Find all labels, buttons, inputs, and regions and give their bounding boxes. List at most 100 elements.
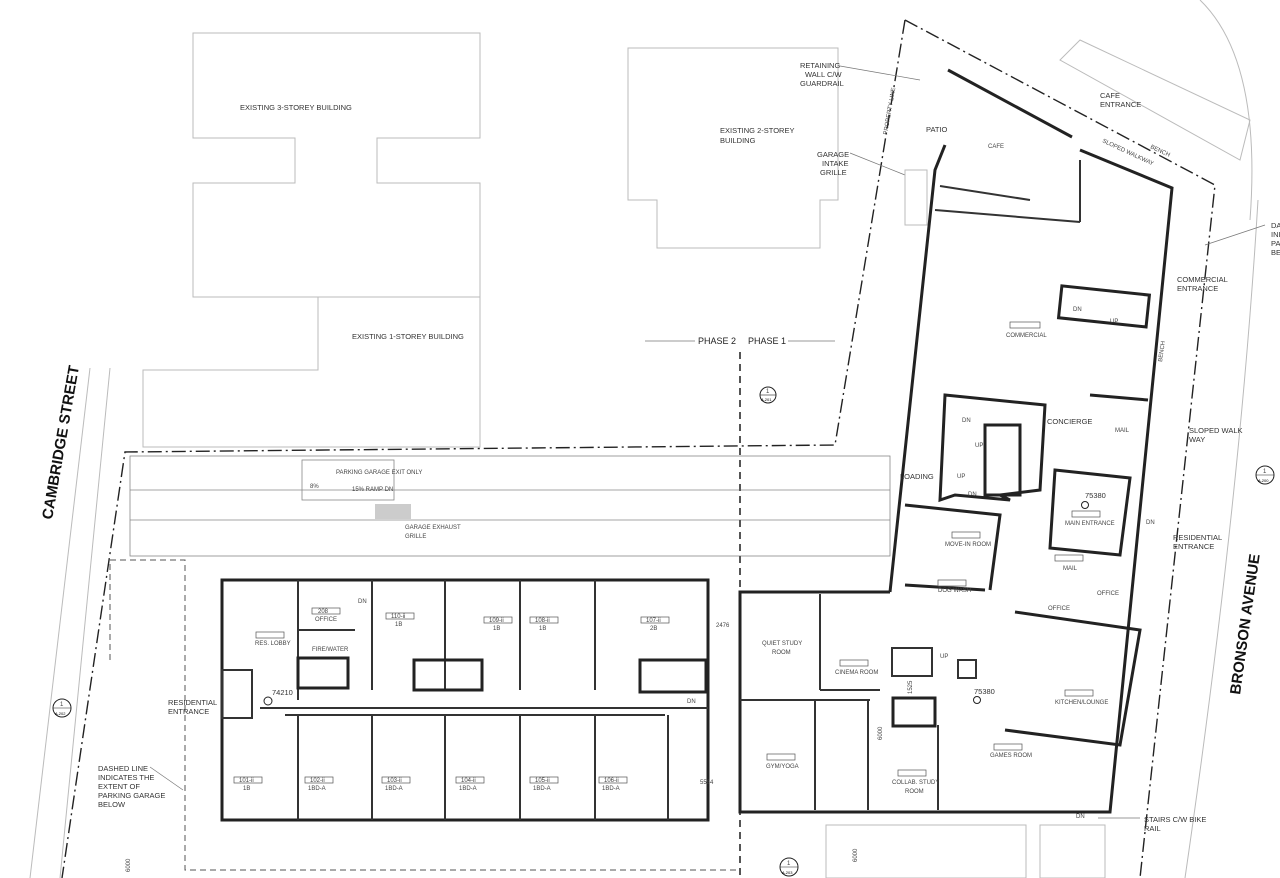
svg-text:110-ii: 110-ii <box>391 614 405 620</box>
svg-text:102-ii: 102-ii <box>310 778 325 784</box>
svg-text:106-ii: 106-ii <box>604 778 619 784</box>
section-marker-a202[interactable]: 1 A.202 <box>52 698 72 718</box>
loading-label: LOADING <box>900 472 934 481</box>
dimension-2476: 2476 <box>716 623 730 629</box>
parking-garage-extent <box>109 559 740 871</box>
dimension-6000: 6000 <box>878 726 884 740</box>
street-curbs <box>29 0 1259 878</box>
dimension-6000: 6000 <box>126 858 132 872</box>
existing-2-storey-building <box>627 47 839 249</box>
svg-text:109-ii: 109-ii <box>489 618 504 624</box>
phase-2-label: PHASE 2 <box>698 336 736 346</box>
svg-text:1BD-A: 1BD-A <box>459 786 477 792</box>
svg-text:1B: 1B <box>243 786 250 792</box>
res-lobby-label: RES. LOBBY <box>255 641 291 647</box>
section-marker-a201[interactable]: 1 A.201 <box>759 386 777 404</box>
svg-text:1BD-A: 1BD-A <box>533 786 551 792</box>
svg-text:UP: UP <box>940 654 948 660</box>
svg-text:UP: UP <box>975 443 983 449</box>
svg-text:DN: DN <box>962 418 971 424</box>
kitchen-lounge-label: KITCHEN/LOUNGE <box>1055 700 1108 706</box>
svg-text:107-ii: 107-ii <box>646 618 661 624</box>
elevation-74210: 74210 <box>272 688 293 697</box>
svg-text:1B: 1B <box>493 626 500 632</box>
elevation-datum-icon <box>1081 501 1089 509</box>
svg-text:1B: 1B <box>395 622 402 628</box>
existing-1-storey-building <box>142 296 481 448</box>
cambridge-street-label: CAMBRIDGE STREET <box>39 364 83 520</box>
svg-text:UP: UP <box>1110 319 1118 325</box>
ramp-label: 15% RAMP DN <box>352 487 393 493</box>
unit-104: 104-ii 1BD-A <box>455 776 485 792</box>
unit-110: 110-ii 1B <box>385 612 415 628</box>
svg-text:UP: UP <box>957 474 965 480</box>
bronson-avenue-label: BRONSON AVENUE <box>1227 553 1264 696</box>
svg-text:DN: DN <box>968 492 977 498</box>
phase-labels: PHASE 2 PHASE 1 <box>645 336 835 346</box>
svg-text:A.203: A.203 <box>782 870 793 875</box>
svg-text:104-ii: 104-ii <box>461 778 476 784</box>
elevation-datum-icon <box>973 696 981 704</box>
bench-label: BENCH <box>1149 144 1171 158</box>
west-residential-block: 208 OFFICE RES. LOBBY FIRE/WATER DN DN 7… <box>220 578 710 822</box>
fire-water-label: FIRE/WATER <box>312 647 349 653</box>
games-room-label: GAMES ROOM <box>990 753 1032 759</box>
ramp-slope-label: 8% <box>310 484 319 490</box>
svg-text:105-ii: 105-ii <box>535 778 550 784</box>
svg-text:DN: DN <box>1076 814 1085 820</box>
cafe-label: CAFE <box>988 144 1004 150</box>
room-208-number: 208 <box>318 609 329 615</box>
svg-text:1BD-A: 1BD-A <box>385 786 403 792</box>
unit-103: 103-ii 1BD-A <box>381 776 411 792</box>
svg-text:A.202: A.202 <box>55 711 66 716</box>
move-in-room-label: MOVE-IN ROOM <box>945 542 991 548</box>
existing-3-storey-building <box>192 32 481 298</box>
concierge-label: CONCIERGE <box>1047 417 1092 426</box>
phase-1-label: PHASE 1 <box>748 336 786 346</box>
main-entrance-label: MAIN ENTRANCE <box>1065 521 1115 527</box>
east-tower <box>738 68 1174 814</box>
unit-105: 105-ii 1BD-A <box>529 776 559 792</box>
dimension-6000: 6000 <box>853 848 859 862</box>
property-line-label: PROPERTY LINE <box>883 87 897 135</box>
property-line <box>904 19 1216 878</box>
east-tower-labels: PATIO CAFE COMMERCIAL DN UP CONCIERGE MA… <box>762 125 1155 862</box>
svg-text:1: 1 <box>60 702 64 708</box>
svg-text:108-ii: 108-ii <box>535 618 550 624</box>
dimension-5584: 5584 <box>700 780 714 786</box>
elevation-datum-icon <box>263 696 273 706</box>
svg-text:DN: DN <box>1146 520 1155 526</box>
commercial-label: COMMERCIAL <box>1006 333 1047 339</box>
unit-109: 109-ii 1B <box>483 616 513 632</box>
svg-text:103-ii: 103-ii <box>387 778 402 784</box>
svg-text:101-ii: 101-ii <box>239 778 254 784</box>
office-label: OFFICE <box>1097 591 1119 597</box>
mail-label: MAIL <box>1115 428 1130 434</box>
section-marker-a203[interactable]: 1 A.203 <box>779 857 799 877</box>
svg-text:1BD-A: 1BD-A <box>308 786 326 792</box>
parking-exit-label: PARKING GARAGE EXIT ONLY <box>336 470 422 476</box>
existing-buildings: EXISTING 3-STOREY BUILDING EXISTING 2-ST… <box>142 32 839 448</box>
garage-exhaust-grille <box>375 504 411 519</box>
dimension-1525: 1525 <box>908 680 914 694</box>
property-line-west <box>61 19 906 878</box>
cinema-room-label: CINEMA ROOM <box>835 670 878 676</box>
section-marker-a200[interactable]: 1 A.200 <box>1255 465 1275 485</box>
